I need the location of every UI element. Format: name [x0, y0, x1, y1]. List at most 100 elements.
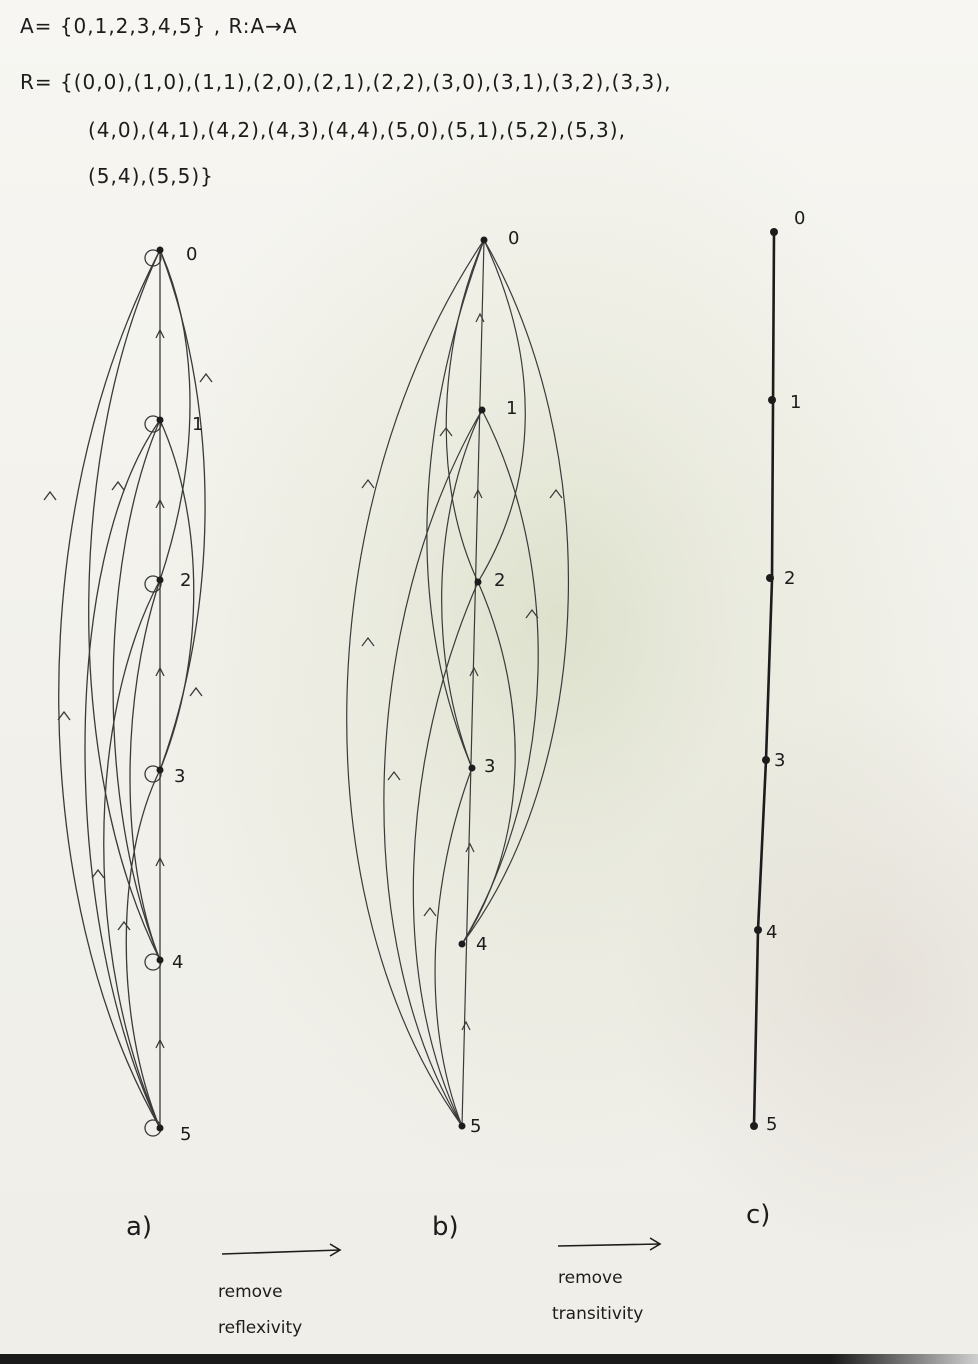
diagram-b-arrowhead — [423, 907, 437, 917]
diagram-a-label-3: 3 — [174, 766, 186, 787]
diagram-a-label-1: 1 — [192, 414, 204, 435]
diagram-c-nodes — [750, 228, 778, 1130]
diagram-a-loop-1 — [144, 415, 162, 433]
diagram-b-arrowhead — [525, 609, 539, 619]
diagram-c-label-4: 4 — [766, 922, 778, 943]
diagram-a-arrowhead — [155, 856, 165, 867]
transition-1-line2: reflexivity — [218, 1318, 303, 1338]
diagram-a-arrowhead — [43, 490, 57, 501]
diagram-b-edge-4-2 — [461, 581, 516, 945]
relation-line-1: R= {(0,0),(1,0),(1,1),(2,0),(2,1),(2,2),… — [20, 70, 672, 94]
diagram-a-edge-4-2 — [129, 579, 161, 961]
diagram-a-edge-3-1 — [159, 419, 195, 771]
diagram-a-arrowhead — [117, 920, 131, 931]
diagram-b-node-1 — [478, 406, 486, 414]
diagram-a-edge-5-2 — [103, 579, 161, 1129]
diagram-b-arrowhead — [361, 637, 375, 647]
diagram-b-arrowhead — [361, 479, 375, 489]
diagram-a-arrowhead — [155, 1038, 165, 1049]
diagram-a-node-3 — [156, 766, 164, 774]
diagram-c-node-2 — [766, 574, 774, 582]
diagram-c-node-1 — [768, 396, 776, 404]
diagram-a-edge-5-3 — [125, 769, 161, 1129]
relation-line-3: (5,4),(5,5)} — [88, 164, 214, 188]
diagram-a-nodes — [156, 246, 164, 1132]
diagram-c-label-1: 1 — [790, 392, 802, 413]
diagram-a-label-4: 4 — [172, 952, 184, 973]
diagram-b-arrowhead — [473, 488, 483, 499]
diagram-c-node-4 — [754, 926, 762, 934]
diagram-b-node-3 — [468, 764, 476, 772]
diagram-b-edge-5-0 — [346, 239, 485, 1127]
diagram-b-label-2: 2 — [494, 570, 506, 591]
diagram-a-arrowhead — [57, 710, 71, 721]
diagram-a-node-2 — [156, 576, 164, 584]
diagram-b-node-4 — [458, 940, 466, 948]
diagram-b-edge-5-3 — [434, 767, 473, 1127]
diagram-b-node-0 — [480, 236, 488, 244]
transition-arrow-1 — [221, 1249, 341, 1255]
diagram-b-edge-3-1 — [441, 409, 483, 769]
diagram-a-edge-5-1 — [84, 419, 161, 1129]
transition-2-line1: remove — [558, 1268, 623, 1288]
diagram-b-node-2 — [474, 578, 482, 586]
diagram-b-edge-5-2 — [412, 581, 479, 1127]
diagram-b-label-4: 4 — [476, 934, 488, 955]
diagram-a-arrowhead — [111, 480, 125, 491]
diagram-a-node-0 — [156, 246, 164, 254]
diagram-b-arrowhead — [461, 1020, 471, 1031]
diagram-b — [346, 239, 569, 1127]
bottom-edge-strip — [0, 1354, 978, 1364]
diagram-a-edge-5-0 — [58, 249, 161, 1129]
transition-arrow-2 — [557, 1243, 661, 1247]
diagram-a-label-2: 2 — [180, 570, 192, 591]
diagram-b-node-5 — [458, 1122, 466, 1130]
diagram-b-arrowhead — [475, 312, 485, 323]
diagram-a-loop-3 — [144, 765, 162, 783]
diagram-b-label-5: 5 — [470, 1116, 482, 1137]
diagram-b-chain-edge — [461, 239, 485, 1127]
diagram-b-arrowhead — [549, 489, 563, 499]
diagram-b-label-3: 3 — [484, 756, 496, 777]
diagram-c-label-0: 0 — [794, 208, 806, 229]
diagram-c-node-0 — [770, 228, 778, 236]
diagram-a-arrowhead — [155, 498, 165, 509]
diagram-b-arrowhead — [387, 771, 401, 781]
diagram-a-node-4 — [156, 956, 164, 964]
diagram-b-arrowhead — [439, 427, 453, 437]
diagram-a-arrowhead — [189, 686, 203, 697]
diagram-b-arrowhead — [465, 842, 475, 853]
diagram-b-edge-3-0 — [426, 239, 485, 769]
diagram-b-caption: b) — [432, 1212, 459, 1242]
diagram-c-label-2: 2 — [784, 568, 796, 589]
transition-2-line2: transitivity — [552, 1304, 644, 1324]
diagram-b-arrowhead — [469, 666, 479, 677]
transition-arrow-1-head — [329, 1243, 342, 1257]
set-definition: A= {0,1,2,3,4,5} , R:A→A — [20, 14, 298, 38]
diagram-a-caption: a) — [126, 1212, 153, 1242]
relation-line-2: (4,0),(4,1),(4,2),(4,3),(4,4),(5,0),(5,1… — [88, 118, 626, 142]
diagram-a-edge-4-0 — [88, 249, 161, 961]
diagram-a-label-5: 5 — [180, 1124, 192, 1145]
diagram-a-edge-2-0 — [159, 249, 191, 581]
diagram-b-edge-2-0-alt — [477, 239, 526, 583]
diagram-c — [752, 231, 776, 1127]
diagram-c-caption: c) — [746, 1200, 771, 1230]
diagram-c-label-5: 5 — [766, 1114, 778, 1135]
diagram-c-node-5 — [750, 1122, 758, 1130]
diagram-c-chain-edge — [752, 231, 776, 1127]
diagram-b-label-0: 0 — [508, 228, 520, 249]
diagram-b-edge-4-0 — [461, 239, 569, 945]
diagram-a-loop-0 — [144, 249, 162, 267]
diagram-c-node-3 — [762, 756, 770, 764]
diagram-a-arrowhead — [155, 328, 165, 339]
diagram-a-node-5 — [156, 1124, 164, 1132]
diagram-a-label-0: 0 — [186, 244, 198, 265]
diagram-a-arrowhead — [91, 868, 105, 879]
transition-1-line1: remove — [218, 1282, 283, 1302]
diagram-a-edge-4-1 — [112, 419, 161, 961]
diagram-a-loop-2 — [144, 575, 162, 593]
diagram-b-edge-2-0 — [445, 239, 485, 583]
